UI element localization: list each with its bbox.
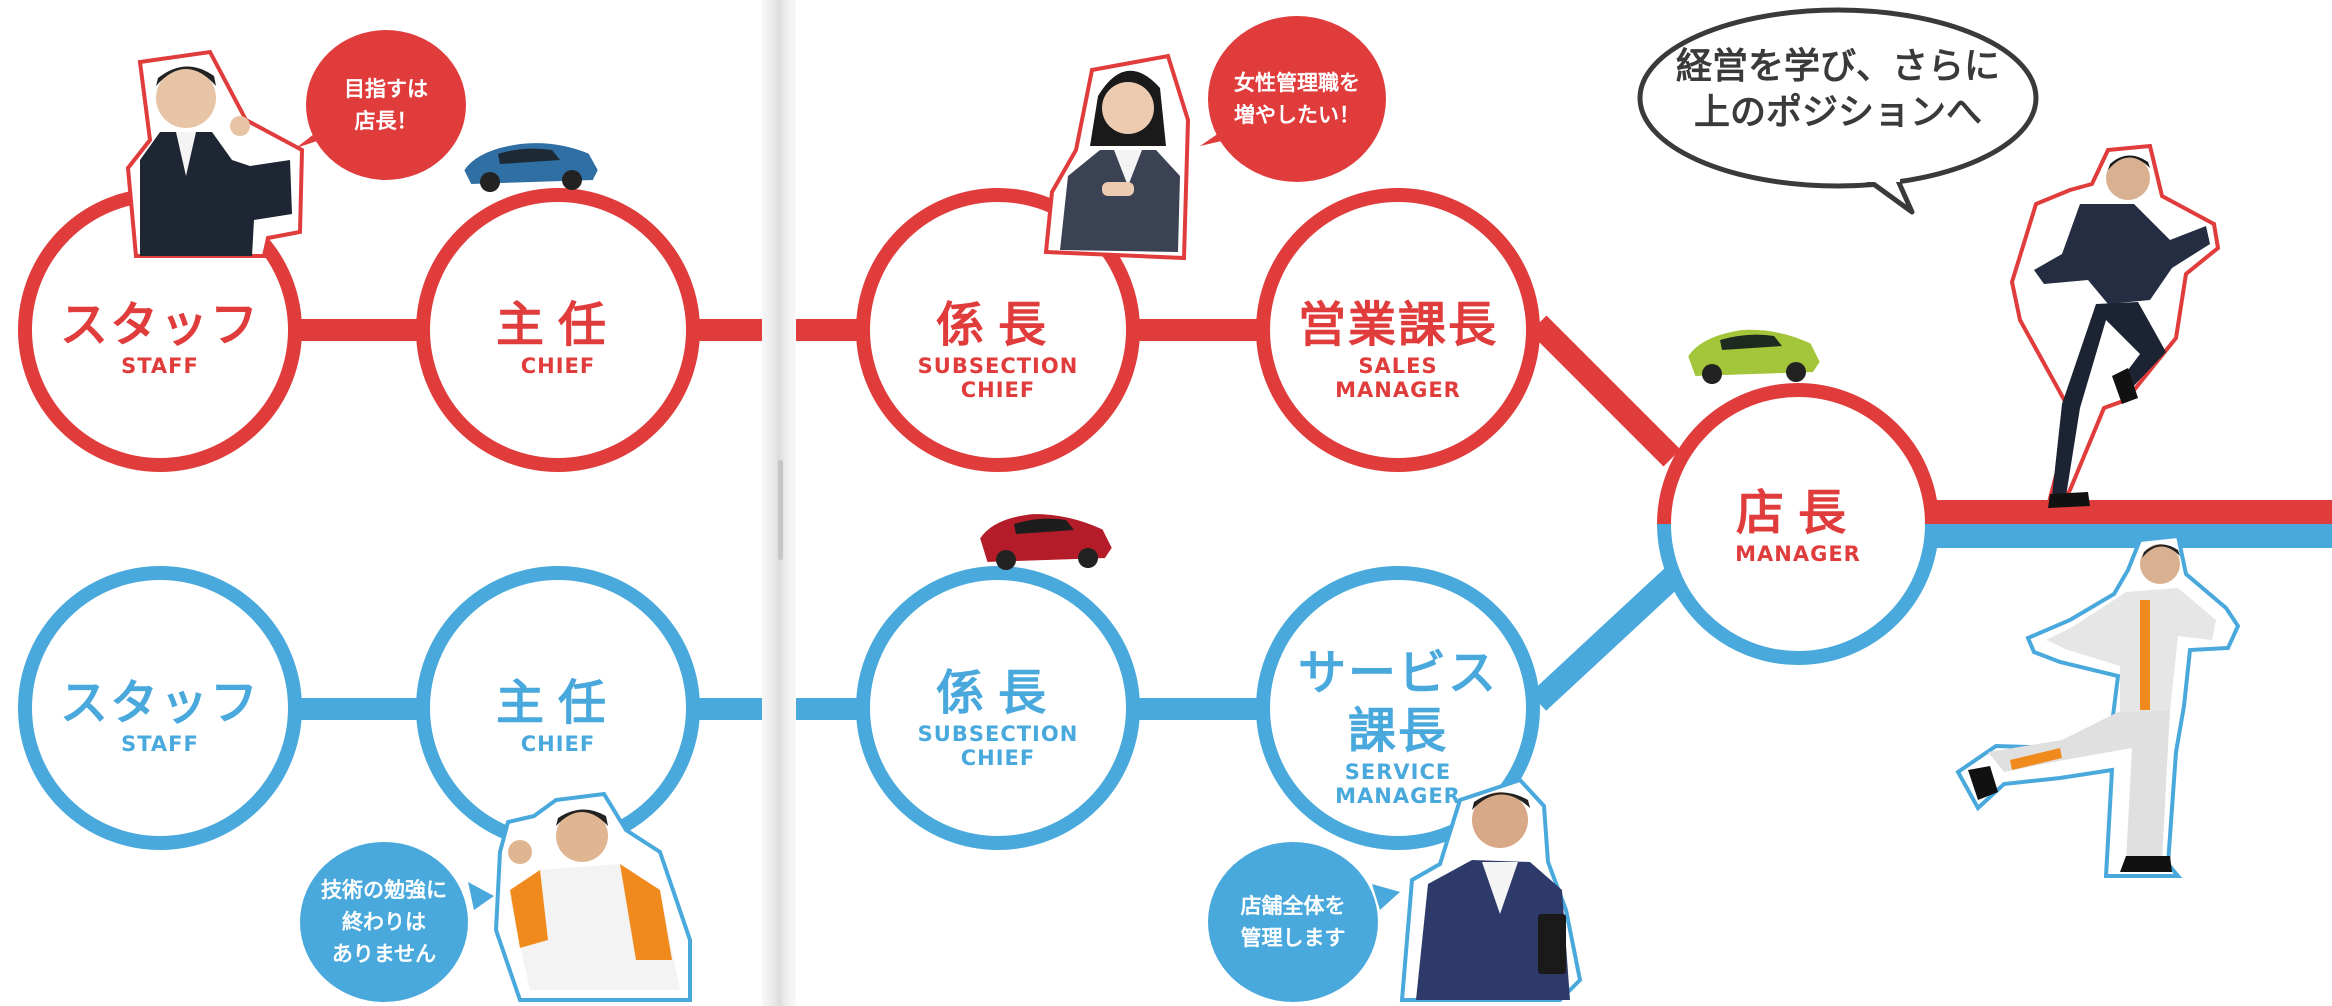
service-track-lines: [290, 524, 2332, 720]
service-chief-en: CHIEF: [520, 732, 596, 756]
sales-manager-en-1: SALES: [1358, 354, 1438, 378]
bubble-no-end-to-learning: 技術の勉強に 終わりは ありません: [300, 842, 468, 1002]
sales-manager-en-2: MANAGER: [1335, 378, 1461, 402]
sales-staff-jp: スタッフ: [59, 297, 260, 353]
sales-staff-label: スタッフ STAFF: [40, 296, 280, 378]
service-chief-label: 主任 CHIEF: [438, 674, 678, 756]
service-subsection-chief-en-2: CHIEF: [960, 746, 1036, 770]
sales-staff-en: STAFF: [121, 354, 199, 378]
sales-manager-label: 営業課長 SALES MANAGER: [1268, 296, 1528, 402]
sales-track-lines: [290, 315, 2332, 524]
circle-service-subsection-chief: [856, 566, 1140, 850]
sales-subsection-chief-en-1: SUBSECTION: [917, 354, 1079, 378]
bubble-manage-whole-store: 店舗全体を 管理します: [1208, 842, 1378, 1002]
person-photo-icon: [1043, 53, 1191, 261]
car-icon: [975, 509, 1117, 570]
circle-service-manager: [1256, 566, 1540, 850]
person-photo-icon: [1955, 533, 2241, 878]
bubble-aim-store-manager-text: 目指すは 店長！: [344, 77, 428, 133]
circle-sales-manager: [1256, 188, 1540, 472]
person-photo-icon: [125, 49, 305, 258]
service-subsection-chief-label: 係長 SUBSECTION CHIEF: [878, 664, 1118, 770]
sales-chief-label: 主任 CHIEF: [438, 296, 678, 378]
service-staff-label: スタッフ STAFF: [40, 674, 280, 756]
service-subsection-chief-en-1: SUBSECTION: [917, 722, 1079, 746]
circle-service-staff: [18, 566, 302, 850]
sales-manager-jp: 営業課長: [1297, 297, 1498, 353]
bubble-no-end-to-learning-text: 技術の勉強に 終わりは ありません: [321, 878, 447, 966]
car-icon: [459, 139, 603, 192]
service-manager-en-2: MANAGER: [1335, 784, 1461, 808]
service-staff-jp: スタッフ: [59, 675, 260, 731]
service-manager-jp-2: 課長: [1347, 703, 1448, 759]
person-photo-icon: [493, 791, 692, 1002]
bubble-learn-management-text: 経営を学び、さらに 上のポジションへ: [1675, 46, 2000, 133]
bubble-more-women-managers: 女性管理職を 増やしたい！: [1208, 16, 1386, 182]
service-manager-label: サービス 課長 SERVICE MANAGER: [1278, 644, 1518, 808]
bubble-tail: [1372, 884, 1400, 910]
bubble-more-women-managers-text: 女性管理職を 増やしたい！: [1234, 71, 1360, 127]
person-photo-icon: [1399, 777, 1583, 1002]
service-manager-jp-1: サービス: [1297, 645, 1498, 701]
circle-store-manager: [1657, 383, 1939, 665]
sales-subsection-chief-jp: 係長: [935, 297, 1060, 353]
sales-chief-jp: 主任: [495, 297, 620, 353]
person-photo-icon: [2009, 143, 2221, 513]
goal-speech-bubble: [1637, 7, 2039, 215]
sales-chief-en: CHIEF: [520, 354, 596, 378]
service-manager-en-1: SERVICE: [1344, 760, 1452, 784]
sales-subsection-chief-en-2: CHIEF: [960, 378, 1036, 402]
service-staff-en: STAFF: [121, 732, 199, 756]
circle-sales-chief: [416, 188, 700, 472]
car-icon: [1683, 325, 1825, 384]
store-manager-jp: 店長: [1735, 485, 1860, 541]
bubble-tail: [468, 882, 494, 910]
store-manager-label: 店長 MANAGER: [1678, 484, 1918, 566]
sales-subsection-chief-label: 係長 SUBSECTION CHIEF: [878, 296, 1118, 402]
bubble-manage-whole-store-text: 店舗全体を 管理します: [1240, 894, 1346, 950]
service-chief-jp: 主任: [495, 675, 620, 731]
service-subsection-chief-jp: 係長: [935, 665, 1060, 721]
circle-sales-subsection-chief: [856, 188, 1140, 472]
store-manager-en: MANAGER: [1735, 542, 1861, 566]
bubble-aim-store-manager: 目指すは 店長！: [306, 30, 466, 180]
fold-mark: [778, 460, 783, 560]
